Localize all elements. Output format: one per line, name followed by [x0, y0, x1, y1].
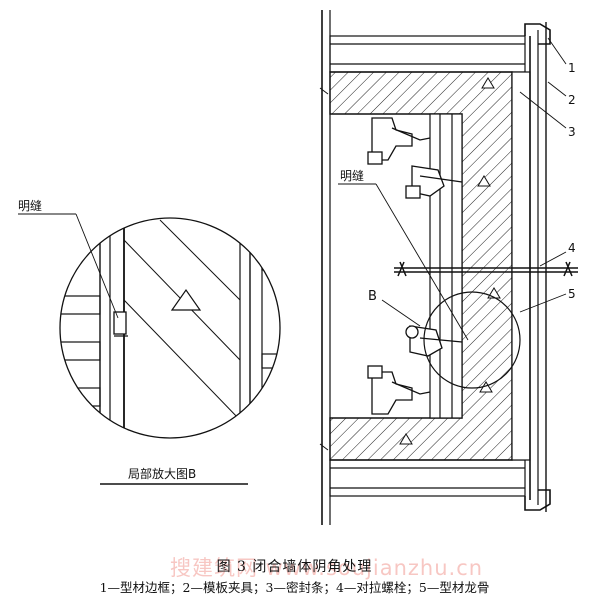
callout-5: 5 — [568, 287, 576, 301]
clamp-upper-mid — [405, 165, 463, 199]
label-joint-main: 明缝 — [340, 168, 364, 183]
corner-frame-bottom — [524, 489, 551, 511]
clamp-bottom — [367, 365, 431, 415]
callout-1: 1 — [568, 61, 576, 75]
bottom-formwork-band — [329, 459, 526, 497]
clamp-lower-mid — [405, 325, 463, 357]
inner-formwork-column — [429, 113, 463, 419]
callout-2: 2 — [568, 93, 576, 107]
outer-formwork-column — [511, 22, 547, 512]
label-joint-detail: 明缝 — [18, 198, 42, 213]
figure-caption-title: 图 3 闭合墙体阴角处理 — [216, 559, 373, 575]
callout-3: 3 — [568, 125, 576, 139]
tie-bolt — [394, 261, 578, 277]
clamp-top — [367, 117, 431, 165]
detail-b-magnified — [18, 213, 281, 485]
detail-b-callout-circle — [423, 291, 521, 389]
leader-lines — [338, 37, 567, 341]
concrete-triangle-marks — [399, 77, 501, 445]
callout-4: 4 — [568, 241, 576, 255]
corner-frame-top — [524, 23, 551, 45]
figure-caption-legend: 1—型材边框；2—模板夹具；3—密封条；4—对拉螺栓；5—型材龙骨 — [99, 580, 490, 595]
label-detail-b: B — [368, 289, 377, 304]
concrete-wall — [329, 71, 513, 461]
detail-b-title: 局部放大图B — [128, 466, 196, 481]
main-section-drawing — [319, 10, 578, 525]
watermark: 搜建筑网 www.soujianzhu.cn — [170, 556, 484, 580]
top-formwork-band — [329, 35, 526, 73]
